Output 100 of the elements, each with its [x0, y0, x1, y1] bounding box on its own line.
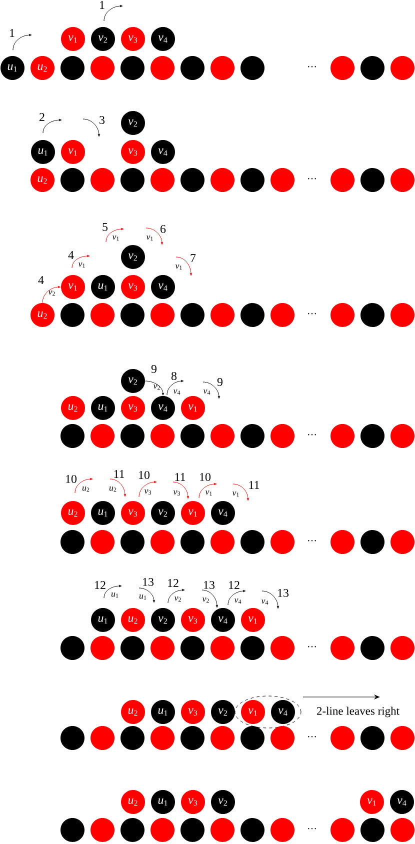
- circle: [60, 530, 84, 554]
- dashed-ellipse: [234, 696, 302, 728]
- ellipsis: ···: [308, 434, 316, 436]
- circle: [180, 530, 204, 554]
- move-label: v$_{1}$: [146, 235, 153, 241]
- circle: [360, 424, 384, 448]
- circle: [150, 56, 174, 80]
- circle: [330, 726, 354, 750]
- step-number: 1: [100, 1, 104, 9]
- step-number: 13: [278, 588, 289, 598]
- circle: [90, 56, 114, 80]
- move-label: v$_{3}$: [144, 489, 152, 495]
- circle: [180, 424, 204, 448]
- circle: [90, 726, 114, 750]
- circle: [240, 303, 264, 327]
- circle: [150, 303, 174, 327]
- circle: [150, 424, 174, 448]
- step-number: 1: [10, 29, 14, 37]
- circle: [60, 424, 84, 448]
- step-number: 12: [168, 579, 178, 587]
- circle: [120, 56, 144, 80]
- step-number: 13: [143, 578, 154, 586]
- circle: [60, 303, 84, 327]
- circle: [270, 818, 294, 842]
- circle: [150, 636, 174, 660]
- circle: [90, 530, 114, 554]
- circle: [360, 56, 384, 80]
- circle: [270, 636, 294, 660]
- ellipsis: ···: [308, 828, 316, 830]
- circle: [210, 424, 234, 448]
- move-label: v$_{4}$: [203, 389, 210, 395]
- circle: [270, 424, 294, 448]
- circle: [210, 56, 234, 80]
- circle: [120, 424, 144, 448]
- circle: [210, 530, 234, 554]
- circle: [390, 424, 414, 448]
- step-number: 3: [100, 116, 105, 124]
- circle: [360, 303, 384, 327]
- circle: [90, 303, 114, 327]
- circle: [360, 168, 384, 192]
- circle: [180, 303, 204, 327]
- circle: [210, 726, 234, 750]
- circle: [270, 168, 294, 192]
- circle: [120, 818, 144, 842]
- move-label: u$_{2}$: [109, 486, 116, 492]
- step-number: 8: [171, 372, 177, 380]
- circle: [60, 168, 84, 192]
- circle: [240, 530, 264, 554]
- circle: [120, 636, 144, 660]
- circle: [240, 636, 264, 660]
- circle: [390, 818, 414, 842]
- move-label: v$_{1}$: [232, 491, 239, 497]
- circle: [390, 168, 414, 192]
- circle: [240, 168, 264, 192]
- circle: [150, 726, 174, 750]
- circle: [120, 303, 144, 327]
- move-label: v$_{1}$: [112, 235, 119, 241]
- move-label: v$_{2}$: [174, 596, 181, 602]
- circle: [390, 56, 414, 80]
- ellipsis: ···: [308, 736, 316, 738]
- circle: [60, 726, 84, 750]
- circle: [390, 530, 414, 554]
- move-label: v$_{1}$: [205, 490, 212, 496]
- circle: [90, 168, 114, 192]
- move-label: u$_{1}$: [139, 594, 146, 600]
- circle: [180, 636, 204, 660]
- circle: [270, 726, 294, 750]
- step-number: 12: [229, 581, 240, 589]
- circle: [210, 818, 234, 842]
- circle: [330, 818, 354, 842]
- circle: [60, 636, 84, 660]
- circle: [240, 424, 264, 448]
- circle: [330, 56, 354, 80]
- circle: [360, 818, 384, 842]
- step-number: 4: [68, 251, 74, 259]
- move-label: v$_{4}$: [173, 389, 180, 395]
- circle: [210, 168, 234, 192]
- step-number: 5: [102, 223, 108, 231]
- ellipsis: ···: [308, 646, 316, 648]
- circle: [180, 818, 204, 842]
- circle: [330, 636, 354, 660]
- step-number: 11: [175, 473, 186, 481]
- circle: [90, 818, 114, 842]
- ellipsis: ···: [308, 313, 316, 314]
- circle: [210, 303, 234, 327]
- circle: [60, 818, 84, 842]
- step-number: 13: [204, 580, 215, 590]
- step-number: 7: [190, 254, 196, 262]
- step-number: 10: [66, 474, 77, 484]
- move-label: v$_{4}$: [234, 598, 242, 604]
- circle: [390, 726, 414, 750]
- move-label: v$_{2}$: [153, 384, 160, 390]
- step-number: 9: [151, 364, 156, 374]
- move-label: u$_{2}$: [82, 486, 90, 492]
- step-number: 2: [40, 113, 44, 121]
- move-label: v$_{2}$: [48, 290, 55, 296]
- circle: [360, 636, 384, 660]
- circle: [330, 530, 354, 554]
- circle: [330, 424, 354, 448]
- circle: [90, 424, 114, 448]
